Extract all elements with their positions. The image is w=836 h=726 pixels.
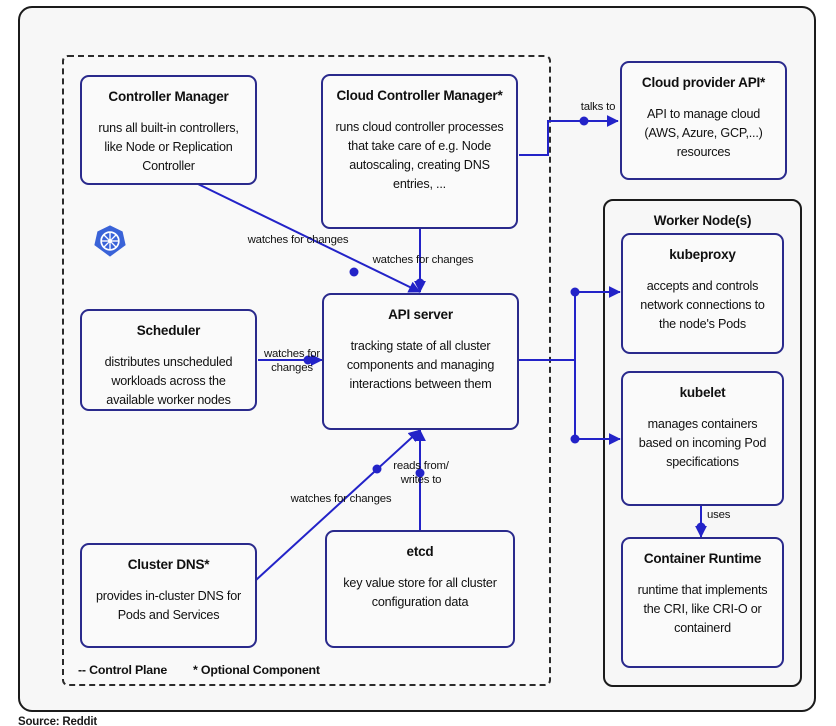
node-cloud-provider-api[interactable]: Cloud provider API* API to manage cloud … (620, 61, 787, 180)
cloud-controller-manager-title: Cloud Controller Manager* (336, 88, 503, 103)
scheduler-title: Scheduler (136, 323, 201, 338)
edge-label-ccm-watches: watches for changes (372, 254, 474, 266)
cloud-controller-manager-body: runs cloud controller processes that tak… (335, 119, 504, 191)
legend-control-plane: -- Control Plane (78, 663, 168, 677)
node-cloud-controller-manager[interactable]: Cloud Controller Manager* runs cloud con… (321, 74, 518, 229)
edge-label-etcd-reads-writes: reads from/ writes to (393, 460, 449, 486)
kubelet-body: manages containers based on incoming Pod… (638, 416, 767, 469)
container-runtime-title: Container Runtime (643, 551, 762, 566)
controller-manager-body: runs all built-in controllers, like Node… (98, 120, 239, 173)
node-kubeproxy[interactable]: kubeproxy accepts and controls network c… (621, 233, 784, 354)
etcd-title: etcd (406, 544, 434, 559)
cluster-dns-body: provides in-cluster DNS for Pods and Ser… (95, 588, 242, 622)
node-etcd[interactable]: etcd key value store for all cluster con… (325, 530, 515, 648)
api-server-body: tracking state of all cluster components… (346, 338, 495, 391)
controller-manager-title: Controller Manager (108, 89, 229, 104)
worker-node-title: Worker Node(s) (653, 213, 752, 228)
kubeproxy-title: kubeproxy (669, 247, 736, 262)
node-cluster-dns[interactable]: Cluster DNS* provides in-cluster DNS for… (80, 543, 257, 648)
kubernetes-logo-icon (94, 225, 126, 257)
cluster-dns-title: Cluster DNS* (127, 557, 210, 572)
legend: -- Control Plane * Optional Component (78, 663, 320, 677)
edge-label-cm-watches: watches for changes (247, 234, 349, 246)
legend-optional-component: * Optional Component (193, 663, 320, 677)
api-server-title: API server (388, 307, 453, 322)
node-kubelet[interactable]: kubelet manages containers based on inco… (621, 371, 784, 506)
edge-label-dns-watches: watches for changes (290, 493, 392, 505)
cloud-provider-api-body: API to manage cloud (AWS, Azure, GCP,...… (644, 106, 763, 159)
cloud-provider-api-title: Cloud provider API* (641, 75, 766, 90)
etcd-body: key value store for all cluster configur… (343, 575, 497, 609)
container-runtime-body: runtime that implements the CRI, like CR… (637, 582, 768, 635)
node-scheduler[interactable]: Scheduler distributes unscheduled worklo… (80, 309, 257, 411)
node-api-server[interactable]: API server tracking state of all cluster… (322, 293, 519, 430)
node-container-runtime[interactable]: Container Runtime runtime that implement… (621, 537, 784, 668)
edge-label-talks-to: talks to (580, 101, 616, 113)
kubeproxy-body: accepts and controls network connections… (640, 278, 765, 331)
scheduler-body: distributes unscheduled workloads across… (104, 354, 233, 407)
source-note: Source: Reddit (18, 716, 97, 726)
node-controller-manager[interactable]: Controller Manager runs all built-in con… (80, 75, 257, 185)
kubelet-title: kubelet (679, 385, 726, 400)
edge-label-scheduler-watches: watches for changes (263, 348, 321, 374)
edge-label-kubelet-uses: uses (707, 509, 731, 521)
